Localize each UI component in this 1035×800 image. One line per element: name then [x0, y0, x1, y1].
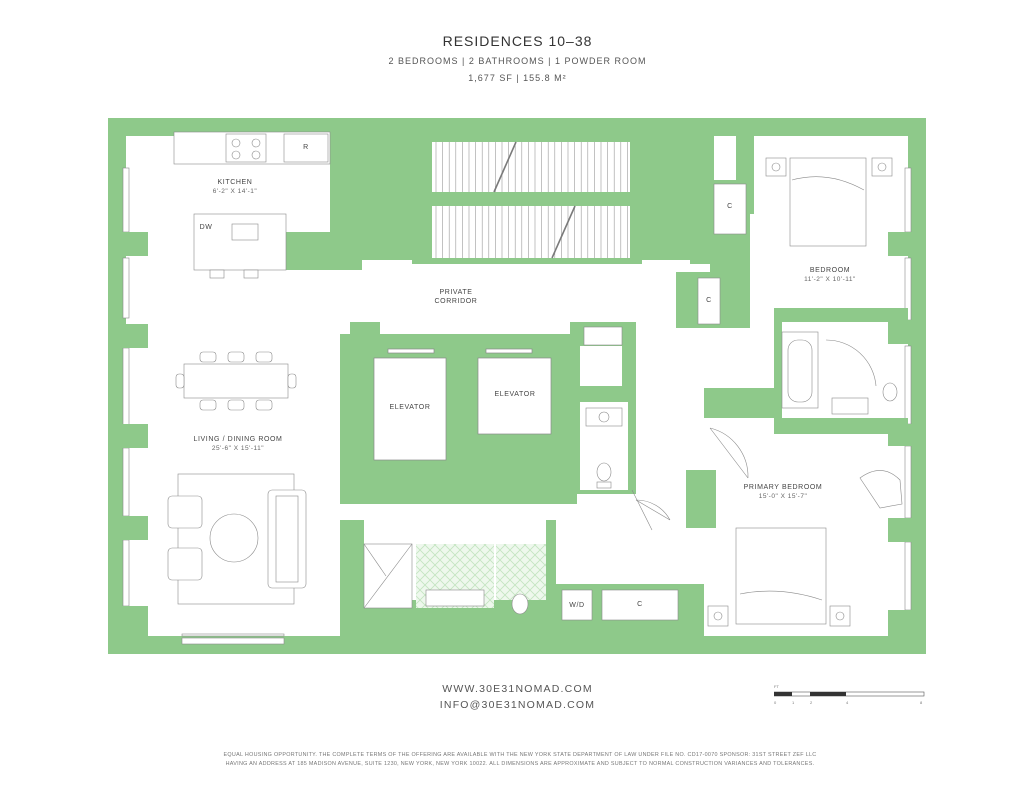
closet-label-1: C — [727, 203, 733, 210]
scale-bar — [774, 691, 925, 697]
corridor-label-2: CORRIDOR — [434, 298, 478, 305]
scale-tick-0: 0 — [774, 700, 777, 705]
closet-label-3: C — [637, 601, 643, 608]
entry-door — [631, 489, 653, 531]
scale-tick-8: 8 — [920, 700, 923, 705]
plan-title: RESIDENCES 10–38 — [442, 33, 593, 49]
bedroom-label: BEDROOM — [809, 267, 851, 274]
scale-tick-1: 1 — [792, 700, 795, 705]
living-dims: 25'-6" X 15'-11" — [211, 445, 265, 452]
elevator-1-label: ELEVATOR — [389, 404, 431, 411]
closet-label-2: C — [706, 297, 712, 304]
stair-break-lines — [493, 141, 576, 259]
refrigerator-label: R — [303, 144, 309, 151]
elevator-car-1 — [373, 357, 447, 461]
scale-unit: FT — [774, 684, 779, 689]
primary-bedroom-dims: 15'-0" X 15'-7" — [758, 493, 808, 500]
elevator-2-label: ELEVATOR — [494, 391, 536, 398]
primary-bedroom-label: PRIMARY BEDROOM — [743, 484, 823, 491]
email-link[interactable]: INFO@30E31NOMAD.COM — [439, 699, 596, 711]
legal-line-2: HAVING AN ADDRESS AT 185 MADISON AVENUE,… — [225, 761, 815, 767]
kitchen-label: KITCHEN — [217, 179, 253, 186]
stair-treads — [435, 142, 628, 258]
lower-bath — [340, 520, 556, 636]
kitchen-dims: 6'-2" X 14'-1" — [212, 188, 258, 195]
plan-area: 1,677 SF | 155.8 M² — [468, 73, 567, 83]
closets — [697, 183, 747, 325]
scale-tick-2: 2 — [810, 700, 813, 705]
corridor-label-1: PRIVATE — [439, 289, 473, 296]
laundry — [556, 584, 704, 636]
bedroom-furniture — [707, 157, 903, 627]
living-furniture — [167, 473, 307, 605]
dining-table — [175, 351, 297, 411]
kitchen-fixtures — [173, 131, 331, 279]
scale-tick-4: 4 — [846, 700, 849, 705]
stair-core — [346, 118, 714, 264]
powder-door-swing — [635, 499, 671, 521]
elevator-doors — [387, 348, 533, 354]
elevator-car-2 — [477, 357, 552, 435]
dishwasher-label: DW — [199, 224, 213, 231]
washer-dryer-label: W/D — [569, 602, 585, 609]
hall-door-swing — [709, 427, 749, 479]
website-link[interactable]: WWW.30E31NOMAD.COM — [442, 683, 593, 695]
powder-room — [570, 324, 636, 494]
primary-bath — [774, 331, 908, 434]
legal-line-1: EQUAL HOUSING OPPORTUNITY. THE COMPLETE … — [223, 752, 817, 758]
plan-subtitle: 2 BEDROOMS | 2 BATHROOMS | 1 POWDER ROOM — [388, 56, 647, 66]
living-label: LIVING / DINING ROOM — [193, 436, 283, 443]
bedroom-dims: 11'-2" X 10'-11" — [804, 276, 856, 283]
